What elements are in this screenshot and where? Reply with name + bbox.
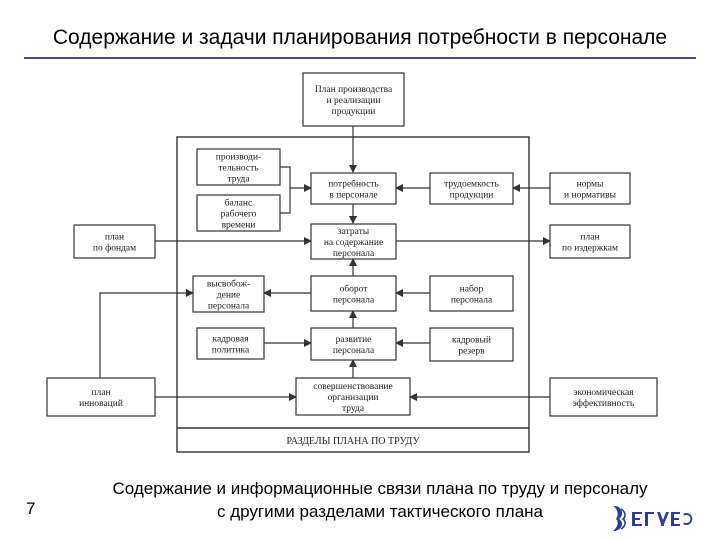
box-development-line: развитие — [336, 335, 372, 345]
box-plan-production-line: продукции — [332, 107, 376, 117]
box-release-line: персонала — [208, 302, 250, 312]
box-norms-line: нормы — [577, 180, 604, 190]
box-plan-production-line: План производства — [315, 85, 393, 95]
sections-label: РАЗДЕЛЫ ПЛАНА ПО ТРУДУ — [286, 436, 420, 447]
box-plan-costs-line: по издержкам — [562, 244, 618, 254]
box-labor-intensity-line: трудоемкость — [444, 180, 499, 190]
box-labor-intensity-line: продукции — [450, 191, 494, 201]
box-plan-funds-line: план — [105, 233, 124, 243]
box-need-line: потребность — [328, 179, 379, 190]
box-costs-line: затраты — [338, 227, 370, 237]
box-efficiency-line: эффективность — [573, 398, 635, 409]
box-productivity-line: производи- — [216, 153, 261, 163]
box-efficiency-line: экономическая — [573, 388, 634, 398]
box-hr-policy-line: политика — [212, 346, 250, 356]
box-balance-line: баланс — [225, 198, 252, 209]
box-need-line: в персонале — [329, 191, 377, 201]
box-hr-policy-line: кадровая — [213, 335, 250, 345]
slide-caption: Содержание и информационные связи плана … — [40, 477, 720, 523]
box-release-line: дение — [217, 291, 240, 301]
box-costs-line: на содержание — [324, 238, 383, 248]
box-reserve-line: кадровый — [452, 335, 491, 346]
bracket-productivity-balance — [280, 166, 291, 214]
caption-line-1: Содержание и информационные связи плана … — [112, 479, 648, 498]
box-improvement-line: организации — [327, 393, 378, 403]
box-costs-line: персонала — [333, 249, 375, 259]
box-reserve-line: резерв — [458, 347, 485, 357]
box-balance-line: рабочего — [221, 209, 257, 220]
box-hiring-line: персонала — [451, 296, 493, 306]
box-turnover-line: персонала — [333, 296, 375, 306]
title-underline — [24, 57, 696, 59]
box-turnover-line: оборот — [340, 284, 369, 295]
box-improvement-line: труда — [342, 404, 365, 414]
box-productivity-line: тельность — [218, 164, 259, 174]
box-improvement-line: совершенствование — [313, 382, 392, 392]
box-plan-production-line: и реализации — [327, 96, 381, 106]
box-development-line: персонала — [333, 346, 375, 356]
box-productivity-line: труда — [227, 175, 250, 185]
logo-lettering — [632, 512, 693, 526]
box-norms-line: и нормативы — [564, 191, 617, 201]
caption-line-2: с другими разделами тактического плана — [216, 502, 544, 521]
box-plan-innovations-line: инноваций — [79, 398, 123, 409]
slide-title: Содержание и задачи планирования потребн… — [52, 26, 668, 49]
box-hiring-line: набор — [460, 284, 484, 295]
box-plan-innovations-line: план — [91, 388, 110, 398]
arrow-innovations-to-release — [99, 289, 194, 378]
box-plan-funds-line: по фондам — [93, 243, 136, 254]
university-logo — [613, 506, 693, 531]
page-number: 7 — [26, 499, 36, 518]
box-release-line: высвобож- — [207, 279, 250, 290]
connectors — [99, 126, 551, 401]
box-balance-line: времени — [222, 221, 256, 231]
box-plan-costs-line: план — [580, 233, 599, 243]
